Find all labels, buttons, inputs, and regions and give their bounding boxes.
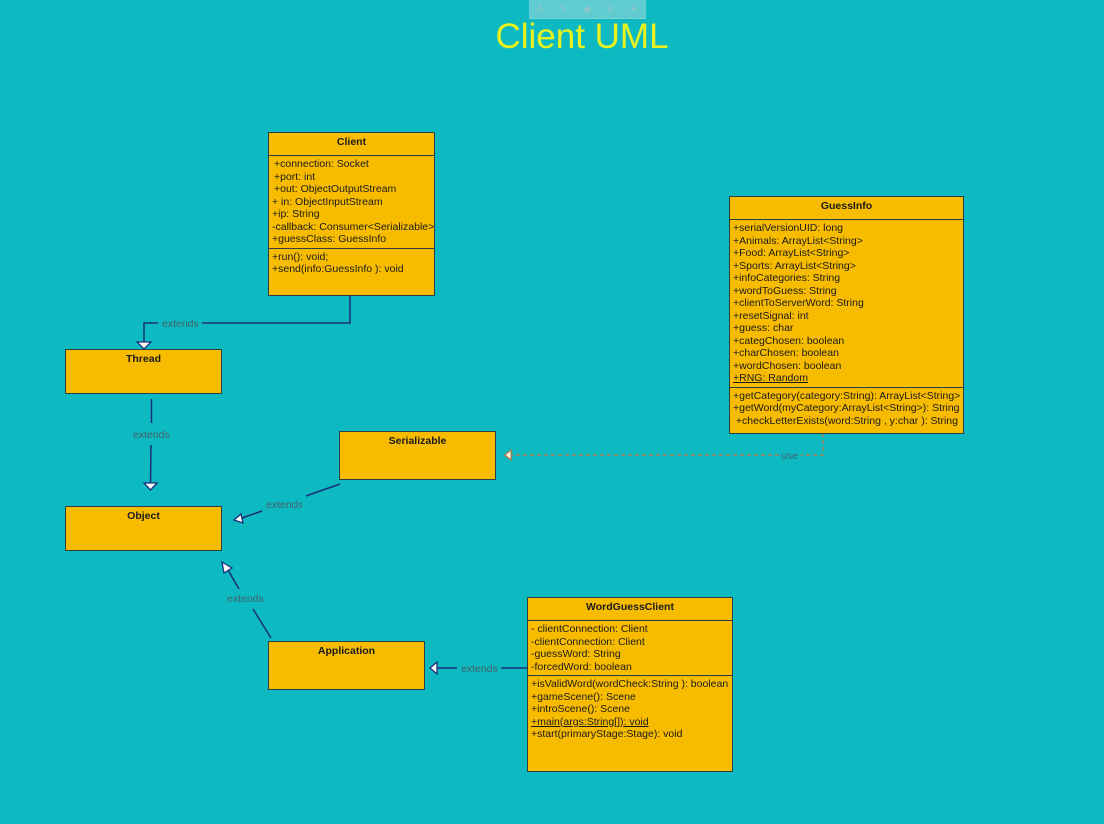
attribute: +guessClass: GuessInfo: [272, 233, 387, 245]
attribute: +Animals: ArrayList<String>: [733, 234, 863, 247]
method: +gameScene(): Scene: [531, 690, 636, 703]
methods-section: +isValidWord(wordCheck:String ): boolean…: [528, 675, 732, 743]
attribute: -callback: Consumer<Serializable>: [272, 220, 435, 233]
attribute: +guess: char: [733, 322, 794, 334]
attribute: +infoCategories: String: [733, 272, 841, 284]
attribute: +categChosen: boolean: [733, 334, 845, 347]
class-application[interactable]: Application: [268, 641, 425, 690]
link-icon[interactable]: ⚲: [606, 3, 615, 15]
label-client-thread: extends: [162, 318, 199, 330]
methods-section: +getCategory(category:String): ArrayList…: [730, 386, 963, 430]
class-object[interactable]: Object: [65, 506, 222, 551]
method: +send(info:GuessInfo ): void: [272, 263, 404, 275]
method: +isValidWord(wordCheck:String ): boolean: [531, 678, 729, 690]
class-client[interactable]: Client +connection: Socket +port: int +o…: [268, 132, 435, 296]
method: +start(primaryStage:Stage): void: [531, 728, 683, 740]
class-name: GuessInfo: [820, 200, 873, 212]
method: +getCategory(category:String): ArrayList…: [733, 389, 961, 402]
class-name: Thread: [125, 353, 161, 365]
attribute: +Sports: ArrayList<String>: [733, 259, 856, 272]
attribute: - clientConnection: Client: [531, 623, 648, 635]
method: +run(): void;: [272, 250, 329, 263]
attribute: +clientToServerWord: String: [733, 297, 864, 309]
attributes-section: - clientConnection: Client -clientConnec…: [528, 620, 732, 675]
attribute: +out: ObjectOutputStream: [274, 183, 397, 195]
label-application-object: extends: [227, 593, 264, 605]
sticker-icon[interactable]: ◆: [583, 3, 592, 15]
class-guessinfo[interactable]: GuessInfo +serialVersionUID: long +Anima…: [729, 196, 964, 434]
arrowhead-guessinfo-serializable: [504, 448, 512, 462]
attribute: +Food: ArrayList<String>: [733, 247, 850, 259]
label-serializable-object: extends: [266, 499, 303, 511]
attribute: -clientConnection: Client: [531, 635, 645, 648]
method: +checkLetterExists(word:String , y:char …: [733, 414, 958, 427]
star-icon[interactable]: ✦: [629, 3, 639, 15]
attribute: -guessWord: String: [531, 648, 621, 660]
attribute: +connection: Socket: [274, 158, 369, 170]
label-guessinfo-serializable: use: [781, 450, 798, 462]
arrowhead-client-thread: [135, 341, 153, 350]
method: +getWord(myCategory:ArrayList<String>): …: [733, 402, 960, 414]
attribute: +wordChosen: boolean: [733, 359, 842, 372]
class-serializable[interactable]: Serializable: [339, 431, 496, 480]
edge-client-thread: [202, 296, 351, 324]
static-method: +main(args:String[]): void: [531, 715, 649, 728]
arrowhead-wordguess-application: [429, 660, 438, 676]
arrowhead-serializable-object: [232, 512, 244, 524]
attribute: +ip: String: [272, 208, 320, 220]
arrowhead-thread-object: [142, 482, 159, 491]
class-name: Application: [317, 645, 376, 657]
attribute: -forcedWord: boolean: [531, 660, 632, 673]
class-name: Object: [127, 510, 160, 522]
class-name: Client: [336, 136, 367, 148]
methods-section: +run(): void; +send(info:GuessInfo ): vo…: [269, 247, 434, 278]
class-thread[interactable]: Thread: [65, 349, 222, 394]
pencil-icon[interactable]: ✎: [559, 3, 568, 15]
method: +introScene(): Scene: [531, 703, 630, 715]
diagram-title: Client UML: [495, 17, 669, 56]
attributes-section: +serialVersionUID: long +Animals: ArrayL…: [730, 219, 963, 387]
attribute: +charChosen: boolean: [733, 347, 839, 359]
attributes-section: +connection: Socket +port: int +out: Obj…: [269, 155, 434, 248]
attribute: +port: int: [274, 170, 316, 183]
class-name: Serializable: [388, 435, 447, 447]
arrowhead-application-object: [221, 560, 234, 575]
class-name: WordGuessClient: [586, 601, 674, 613]
attribute: +serialVersionUID: long: [733, 222, 844, 234]
floating-toolbar: A ✎ ◆ ⚲ ✦: [529, 0, 646, 19]
attribute: +wordToGuess: String: [733, 284, 837, 297]
font-icon[interactable]: A: [536, 3, 544, 15]
attribute: + in: ObjectInputStream: [272, 195, 383, 208]
class-wordguessclient[interactable]: WordGuessClient - clientConnection: Clie…: [527, 597, 733, 772]
label-thread-object: extends: [133, 429, 170, 441]
attribute: +resetSignal: int: [733, 309, 809, 322]
label-wordguess-application: extends: [461, 663, 498, 675]
static-attribute: +RNG: Random: [733, 372, 808, 384]
